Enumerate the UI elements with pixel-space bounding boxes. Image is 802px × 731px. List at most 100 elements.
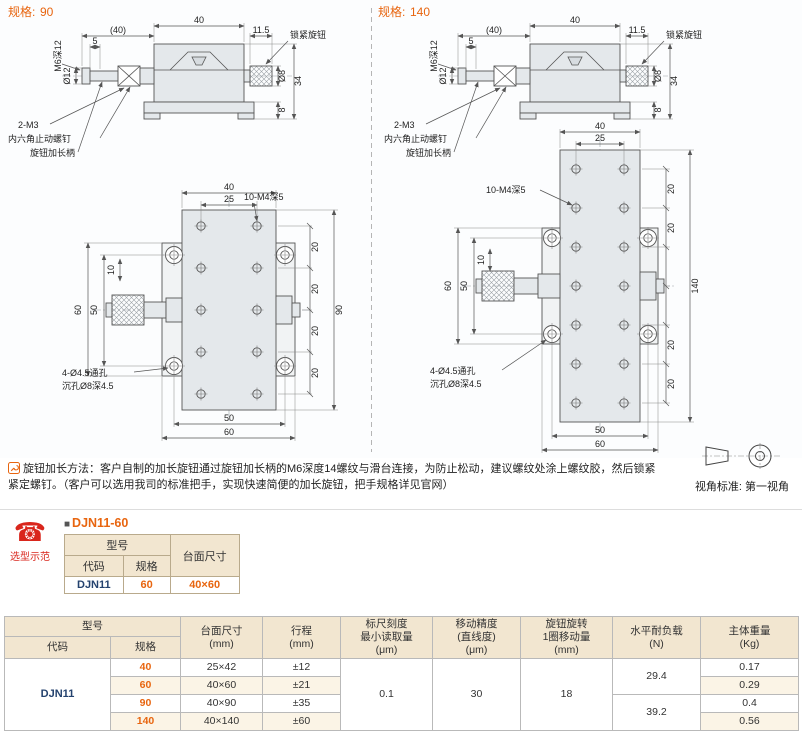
weight-cell: 0.4	[700, 694, 799, 713]
label-cbore: 沉孔Ø8深4.5	[62, 381, 114, 391]
bullet-icon: ■	[64, 519, 71, 530]
lock-knob-top	[275, 295, 293, 325]
spec-label: 规格:	[378, 4, 405, 19]
section-divider	[0, 509, 802, 510]
panel-spec-140: 规格: 140 40	[378, 4, 702, 453]
mini-spec-value: 60	[122, 576, 171, 594]
badge-label: 选型示范	[10, 552, 50, 563]
mini-header-surface: 台面尺寸	[169, 534, 240, 577]
table-row: DJN11 40 25×42 ±12 0.1 30 18 29.4 0.17	[4, 658, 799, 731]
dim-seg-20: 20	[310, 368, 320, 378]
note-title: 旋钮加长方法：	[23, 463, 100, 475]
dim-seg-20: 20	[666, 184, 676, 194]
note-text: 客户自制的加长旋钮通过旋钮加长柄的M6深度14螺纹与滑台连接，为防止松动，建议螺…	[8, 463, 656, 491]
feed-knob	[481, 270, 515, 302]
surface-cell: 40×140	[180, 712, 263, 731]
spec-cell: 140	[110, 712, 181, 731]
note-row: 旋钮加长方法：客户自制的加长旋钮通过旋钮加长柄的M6深度14螺纹与滑台连接，为防…	[8, 461, 664, 493]
first-angle-icon	[702, 443, 782, 469]
stroke-cell: ±21	[262, 676, 341, 695]
spec-cell: 90	[110, 694, 181, 713]
spec-table: 型号 台面尺寸 (mm) 行程 (mm) 标尺刻度 最小读取量 (μm) 移动精…	[4, 616, 799, 731]
dim-top-40: 40	[595, 121, 605, 131]
dim-seg-20: 20	[666, 340, 676, 350]
header-weight: 主体重量 (Kg)	[700, 616, 799, 659]
stroke-cell: ±12	[262, 658, 341, 677]
dim-side-50: 50	[459, 281, 469, 291]
dim-overall-90: 90	[334, 305, 344, 315]
label-m4-holes: 10-M4深5	[244, 192, 284, 202]
dim-side-60: 60	[73, 305, 83, 315]
knob-travel-cell: 18	[520, 658, 613, 731]
dim-side-60: 60	[443, 281, 453, 291]
spec-cell: 40	[110, 658, 181, 677]
lock-knob-top	[639, 271, 657, 301]
dim-top-25: 25	[595, 133, 605, 143]
surface-cell: 40×90	[180, 694, 263, 713]
accuracy-cell: 30	[432, 658, 521, 731]
mini-header-spec: 规格	[122, 555, 171, 577]
table-row: 90 40×90 ±35 39.2 0.4	[5, 694, 799, 731]
dim-seg-20: 20	[666, 379, 676, 389]
mini-table-row: DJN11 60 40×60	[64, 576, 240, 594]
header-scale: 标尺刻度 最小读取量 (μm)	[340, 616, 433, 659]
dim-bottom-50: 50	[595, 425, 605, 435]
example-table: 型号 台面尺寸 代码 规格 DJN11 60 40×60	[64, 534, 240, 594]
dim-offset-10: 10	[476, 255, 486, 265]
weight-cell: 0.17	[700, 658, 799, 677]
panel-spec-90: 规格: 90 40 25 1	[8, 4, 344, 441]
dim-offset-10: 10	[106, 265, 116, 275]
spec-value: 140	[410, 5, 430, 19]
top-view-140: 40 25 10-M4深5 20 20 20 20 140 60 50	[430, 121, 700, 453]
feed-knob	[111, 294, 145, 326]
header-stroke: 行程 (mm)	[262, 616, 341, 659]
header-spec: 规格	[110, 636, 181, 659]
weight-cell: 0.29	[700, 676, 799, 695]
mini-code-value: DJN11	[64, 576, 124, 594]
load-cell: 29.4	[612, 658, 701, 695]
example-title: ■DJN11-60	[64, 516, 240, 530]
dim-seg-20: 20	[666, 223, 676, 233]
stroke-cell: ±35	[262, 694, 341, 713]
dim-top-25: 25	[224, 194, 234, 204]
selection-demo-badge: ☎ 选型示范	[6, 516, 54, 594]
header-accuracy: 移动精度 (直线度) (μm)	[432, 616, 521, 659]
header-knob-travel: 旋钮旋转 1圈移动量 (mm)	[520, 616, 613, 659]
dim-bottom-60: 60	[224, 427, 234, 437]
dim-side-50: 50	[89, 305, 99, 315]
dim-bottom-60: 60	[595, 439, 605, 449]
code-cell: DJN11	[4, 658, 111, 731]
weight-cell: 0.56	[700, 712, 799, 731]
stroke-cell: ±60	[262, 712, 341, 731]
view-standard-label: 视角标准: 第一视角	[694, 481, 790, 493]
scale-cell: 0.1	[340, 658, 433, 731]
selection-example: ☎ 选型示范 ■DJN11-60 型号 台面尺寸 代码 规格 DJN11 60 …	[6, 516, 240, 594]
spec-label: 规格:	[8, 4, 35, 19]
label-thru-holes: 4-Ø4.5通孔	[430, 366, 476, 376]
surface-cell: 25×42	[180, 658, 263, 677]
mini-header-code: 代码	[64, 555, 124, 577]
example-model: DJN11-60	[72, 516, 129, 530]
label-thru-holes: 4-Ø4.5通孔	[62, 368, 108, 378]
mini-header-model: 型号	[64, 534, 171, 556]
top-view-90: 40 25 10-M4深5 20 20 20 20 90 60 50	[62, 182, 344, 441]
technical-drawings: 40 (40) 11.5 M6深12 5 Ø12 Ø8 34 8 2	[7, 4, 703, 453]
load-cell: 39.2	[612, 694, 701, 731]
spec-cell: 60	[110, 676, 181, 695]
spec-value: 90	[40, 5, 54, 19]
header-model: 型号	[4, 616, 181, 637]
dim-seg-20: 20	[310, 326, 320, 336]
dim-seg-20: 20	[310, 242, 320, 252]
dim-bottom-50: 50	[224, 413, 234, 423]
dim-seg-20: 20	[310, 284, 320, 294]
header-code: 代码	[4, 636, 111, 659]
mini-surface-value: 40×60	[169, 576, 240, 594]
dim-overall-140: 140	[690, 278, 700, 293]
label-m4-holes: 10-M4深5	[486, 185, 526, 195]
note-icon	[8, 462, 20, 474]
phone-icon: ☎	[13, 517, 47, 547]
dim-top-40: 40	[224, 182, 234, 192]
surface-cell: 40×60	[180, 676, 263, 695]
header-surface: 台面尺寸 (mm)	[180, 616, 263, 659]
header-load: 水平耐负载 (N)	[612, 616, 701, 659]
